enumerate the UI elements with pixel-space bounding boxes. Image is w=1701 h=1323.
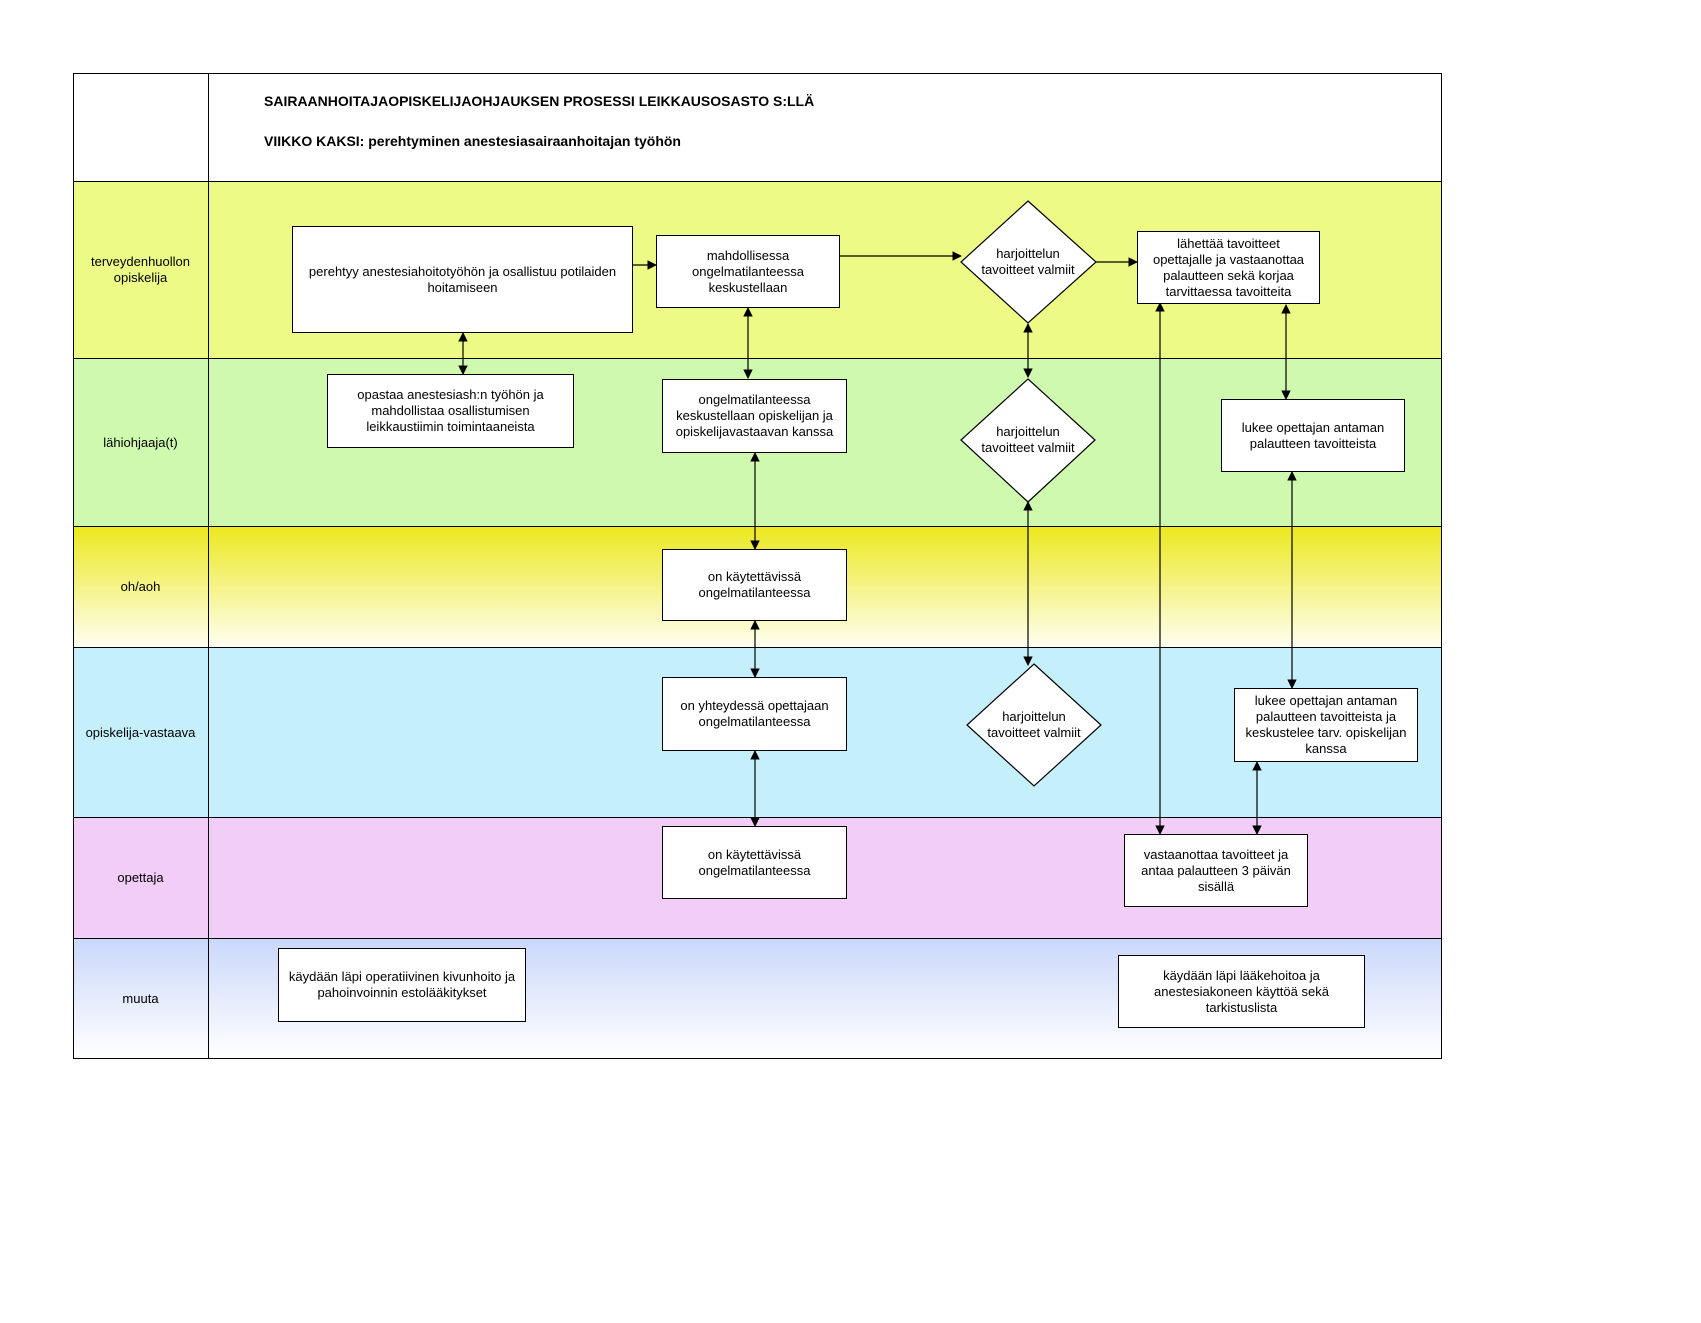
box-laakehoito: käydään läpi lääkehoitoa ja anestesiakon… [1118,955,1365,1028]
diamond-d3-label: harjoittelun tavoitteet valmiit [987,709,1081,740]
lane-label: lähiohjaaja(t) [73,359,209,526]
box-oh-kaytettavissa: on käytettävissä ongelmatilanteessa [662,549,847,621]
lane-label: terveydenhuollon opiskelija [73,182,209,358]
lane-label: opiskelija-vastaava [73,648,209,817]
diamond-d1-label: harjoittelun tavoitteet valmiit [981,246,1075,277]
box-ongelmatilanteessa-keskustellaan: ongelmatilanteessa keskustellaan opiskel… [662,379,847,453]
diagram-frame [73,73,1442,1059]
box-kivunhoito: käydään läpi operatiivinen kivunhoito ja… [278,948,526,1022]
lane-label: oh/aoh [73,527,209,647]
diamond-d2-label: harjoittelun tavoitteet valmiit [981,424,1075,455]
box-opettaja-kaytettavissa: on käytettävissä ongelmatilanteessa [662,826,847,899]
box-lukee-palautteen: lukee opettajan antaman palautteen tavoi… [1221,399,1405,472]
box-opastaa: opastaa anestesiash:n työhön ja mahdolli… [327,374,574,448]
diagram-title: SAIRAANHOITAJAOPISKELIJAOHJAUKSEN PROSES… [264,93,815,109]
lane-label: opettaja [73,818,209,938]
lane-label: muuta [73,939,209,1059]
box-mahdollisessa: mahdollisessa ongelmatilanteessa keskust… [656,235,840,308]
diagram-subtitle: VIIKKO KAKSI: perehtyminen anestesiasair… [264,133,681,149]
box-perehtyy: perehtyy anestesiahoitotyöhön ja osallis… [292,226,633,333]
header-lane [73,73,1442,181]
header-empty-cell [73,73,209,181]
box-vastaanottaa-tavoitteet: vastaanottaa tavoitteet ja antaa palautt… [1124,834,1308,907]
box-lahettaa-tavoitteet: lähettää tavoitteet opettajalle ja vasta… [1137,231,1320,304]
box-lukee-ja-keskustelee: lukee opettajan antaman palautteen tavoi… [1234,688,1418,762]
box-yhteydessa-opettajaan: on yhteydessä opettajaan ongelmatilantee… [662,677,847,751]
